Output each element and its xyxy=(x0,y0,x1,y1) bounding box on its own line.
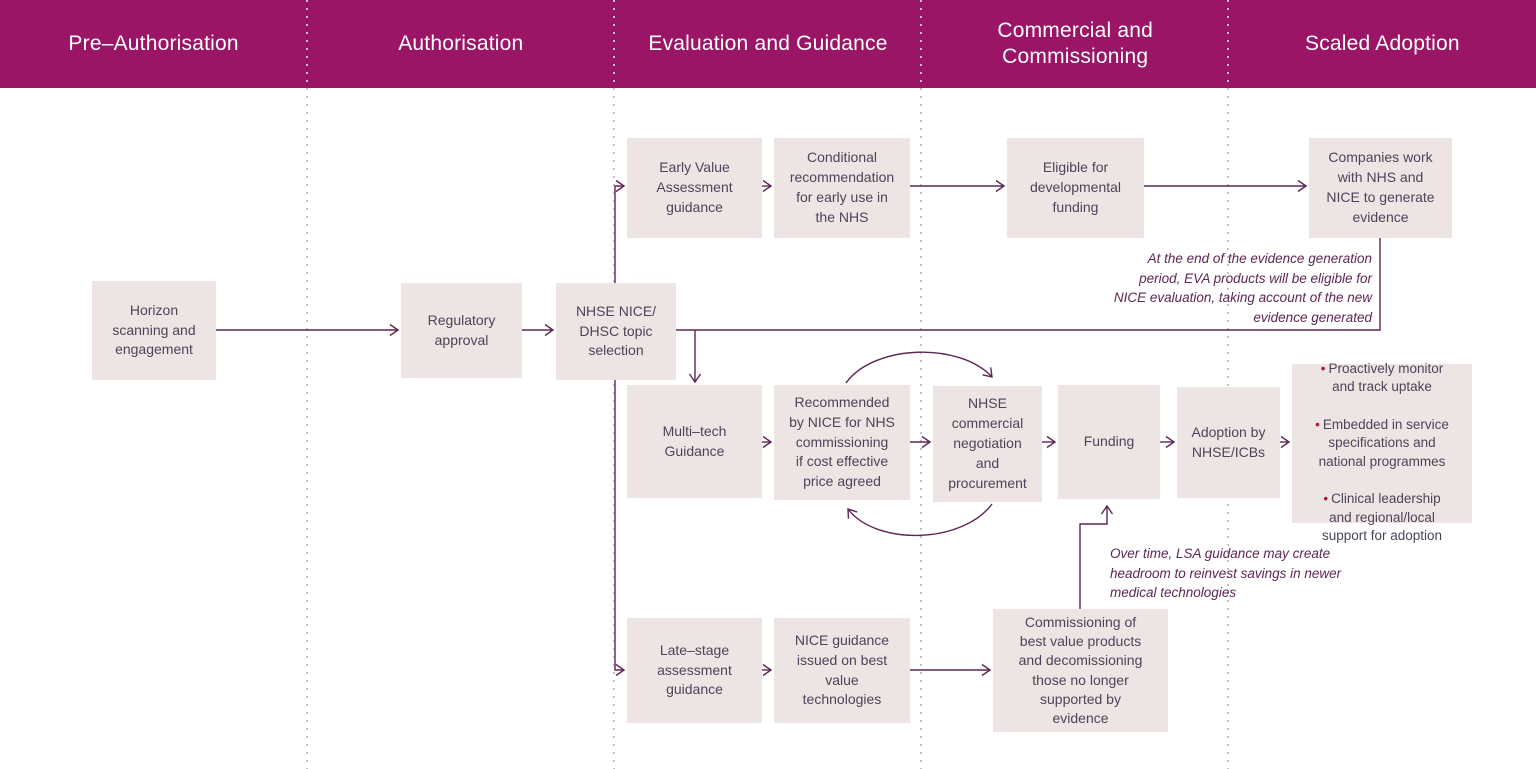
box-horizon-scanning: Horizon scanning and engagement xyxy=(92,281,216,380)
phase-evaluation-and-guidance: Evaluation and Guidance xyxy=(648,32,888,56)
box-developmental-funding: Eligible for developmental funding xyxy=(1007,138,1144,238)
outcome-item: •Clinical leadership and regional/local … xyxy=(1322,471,1442,546)
column-divider-4 xyxy=(1227,0,1229,769)
phase-authorisation: Authorisation xyxy=(398,32,524,56)
box-nice-recommendation: Recommended by NICE for NHS commissionin… xyxy=(774,385,910,500)
phase-pre-authorisation: Pre–Authorisation xyxy=(68,32,239,56)
bullet-icon: • xyxy=(1323,491,1329,507)
arrow-topic-selection-to-eva-guidance xyxy=(614,179,626,283)
outcome-item: •Embedded in service specifications and … xyxy=(1315,397,1449,472)
box-nice-guidance-best-value: NICE guidance issued on best value techn… xyxy=(774,618,910,723)
phase-scaled-adoption: Scaled Adoption xyxy=(1305,32,1460,56)
box-multi-tech-guidance: Multi–tech Guidance xyxy=(627,385,762,498)
box-conditional-recommendation: Conditional recommendation for early use… xyxy=(774,138,910,238)
bullet-icon: • xyxy=(1320,360,1326,376)
loop-arc-bottom-negotiation-to-recommended xyxy=(847,503,993,537)
annotation-lsa-headroom-note: Over time, LSA guidance may create headr… xyxy=(1110,546,1342,601)
outcome-item: •Proactively monitor and track uptake xyxy=(1321,341,1444,397)
box-commercial-negotiation: NHSE commercial negotiation and procurem… xyxy=(933,386,1042,502)
phase-header-band: Pre–Authorisation Authorisation Evaluati… xyxy=(0,0,1536,88)
column-divider-2 xyxy=(613,0,615,769)
feedback-line-companies-to-topic-selection xyxy=(676,238,1381,331)
outcome-text: Embedded in service specifications and n… xyxy=(1318,416,1449,469)
annotation-eva-evidence-note: At the end of the evidence generation pe… xyxy=(1113,251,1372,325)
bullet-icon: • xyxy=(1315,416,1320,432)
loop-arc-top-recommended-to-negotiation xyxy=(845,351,993,384)
column-divider-3 xyxy=(920,0,922,769)
outcome-text: Clinical leadership and regional/local s… xyxy=(1321,491,1443,544)
box-adoption-outcomes: •Proactively monitor and track uptake •E… xyxy=(1292,361,1472,543)
box-late-stage-assessment: Late–stage assessment guidance xyxy=(627,618,762,723)
box-regulatory-approval: Regulatory approval xyxy=(401,283,522,378)
box-commissioning-best-value: Commissioning of best value products and… xyxy=(993,609,1168,732)
box-eva-guidance: Early Value Assessment guidance xyxy=(627,138,762,238)
column-divider-1 xyxy=(306,0,308,769)
arrow-commissioning-to-funding xyxy=(1079,504,1114,609)
box-topic-selection: NHSE NICE/ DHSC topic selection xyxy=(556,283,676,380)
box-companies-generate-evidence: Companies work with NHS and NICE to gene… xyxy=(1309,138,1452,238)
box-adoption-nhse-icbs: Adoption by NHSE/ICBs xyxy=(1177,387,1280,498)
arrow-topic-selection-to-late-stage xyxy=(614,380,626,677)
outcome-text: Proactively monitor and track uptake xyxy=(1328,360,1444,395)
box-funding: Funding xyxy=(1058,385,1160,499)
phase-commercial-and-commissioning: Commercial and Commissioning xyxy=(997,19,1154,68)
